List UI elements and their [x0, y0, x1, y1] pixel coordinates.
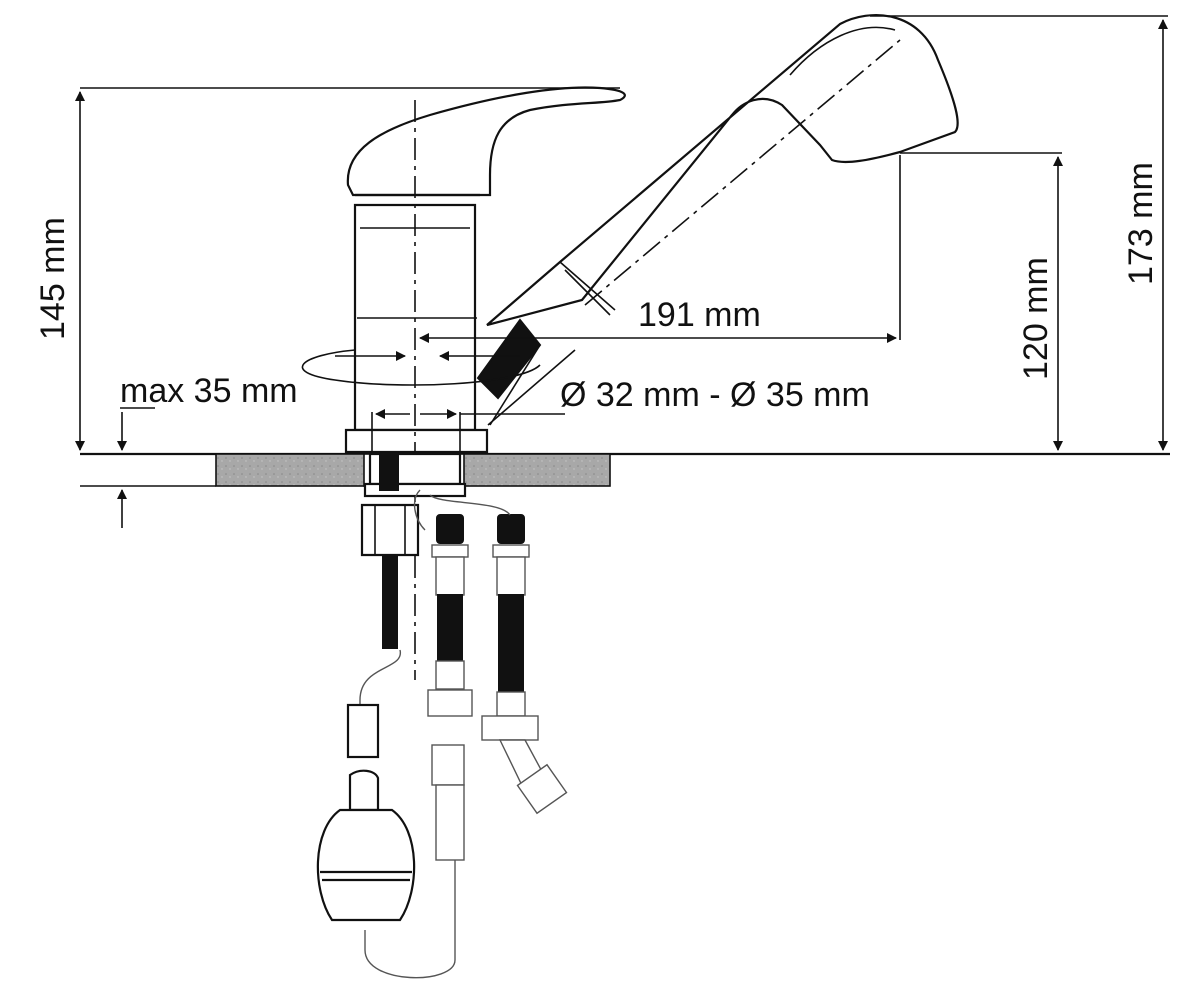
hose-weight: [316, 703, 416, 922]
shower-hose: [359, 489, 456, 979]
supply-hose-right: [481, 514, 568, 815]
supply-hose-left: [427, 514, 473, 861]
dimension-hole-diameter: Ø 32 mm - Ø 35 mm: [371, 376, 870, 452]
mounting-assembly: [360, 452, 467, 649]
rotation-indicator: [301, 349, 541, 386]
dim-label-173: 173 mm: [1122, 162, 1160, 285]
dim-label-hole-diameter: Ø 32 mm - Ø 35 mm: [560, 376, 870, 414]
dimension-counter-thickness: max 35 mm: [117, 372, 298, 528]
dim-label-max-35: max 35 mm: [120, 372, 298, 410]
leader-line: [429, 494, 511, 516]
dimension-120: 120 mm: [900, 152, 1063, 451]
dim-label-145: 145 mm: [34, 217, 72, 340]
pull-out-spout: [476, 14, 959, 426]
dimension-173: 173 mm: [870, 15, 1168, 451]
faucet-body: [344, 203, 489, 454]
countertop: [80, 452, 1170, 487]
dimension-145: 145 mm: [34, 87, 620, 451]
lever-handle: [346, 86, 626, 206]
dim-label-191: 191 mm: [638, 296, 761, 334]
dim-label-120: 120 mm: [1017, 257, 1055, 380]
dimension-191: 191 mm: [419, 155, 901, 343]
